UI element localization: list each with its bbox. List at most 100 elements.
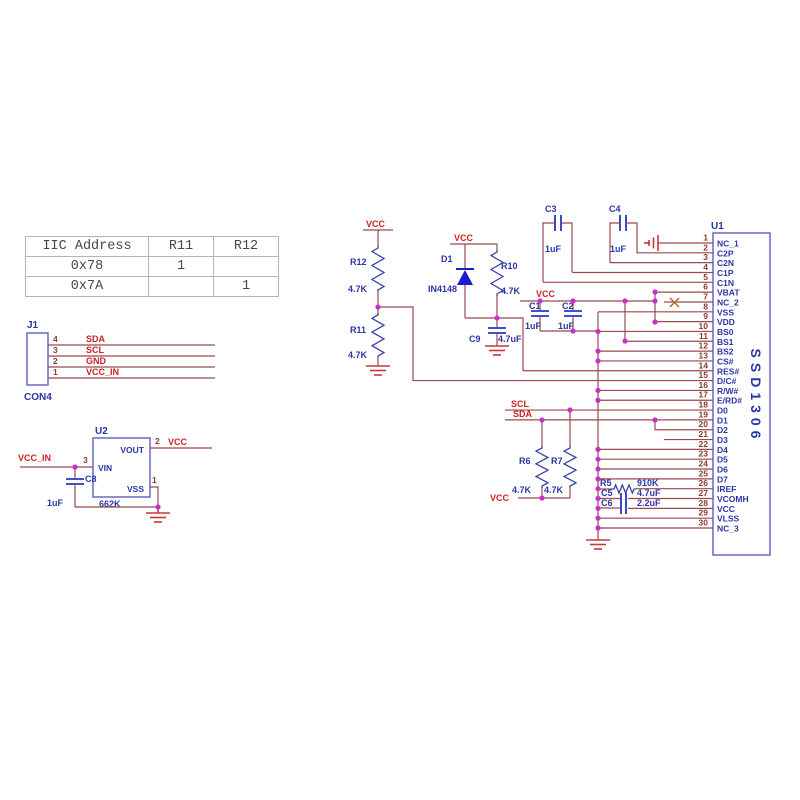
c1-ref: C1 bbox=[529, 301, 541, 311]
u1-pin-name: CS# bbox=[717, 356, 734, 366]
resistor-r7 bbox=[562, 446, 578, 488]
junction-dot bbox=[595, 387, 601, 394]
r6-value: 4.7K bbox=[512, 485, 532, 495]
ic-u1: U1 SSD1306 1NC_12C2P3C2N4C1P5C1N6VBAT7NC… bbox=[413, 221, 771, 556]
u1-pin-name: RES# bbox=[717, 366, 739, 376]
net-label-sda: SDA bbox=[513, 409, 533, 419]
u1-pin-name: VSS bbox=[717, 307, 734, 317]
u1-pin-number: 27 bbox=[699, 488, 709, 498]
u1-pin-name: VLSS bbox=[717, 514, 740, 524]
junction-dot bbox=[595, 495, 601, 502]
u1-pin-number: 5 bbox=[703, 272, 708, 282]
ground-bus bbox=[586, 312, 610, 550]
junction-dot bbox=[622, 298, 628, 304]
net-label-vcc: VCC bbox=[490, 493, 510, 503]
net-label-scl: SCL bbox=[86, 345, 105, 355]
net-label-vcc-in: VCC_IN bbox=[18, 453, 51, 463]
net-label-sda: SDA bbox=[86, 334, 106, 344]
u2-pin-vin: VIN bbox=[98, 463, 112, 473]
u1-pin-number: 16 bbox=[699, 380, 709, 390]
r7-ref: R7 bbox=[551, 456, 563, 466]
junction-dot bbox=[652, 417, 658, 423]
net-label-scl: SCL bbox=[511, 399, 530, 409]
u1-pin-number: 25 bbox=[699, 468, 709, 478]
r7-value: 4.7K bbox=[544, 485, 564, 495]
c9-ref: C9 bbox=[469, 334, 481, 344]
junction-dot bbox=[595, 328, 601, 335]
u1-pin-number: 23 bbox=[699, 449, 709, 459]
u1-part-number: SSD1306 bbox=[748, 349, 764, 444]
u1-pin-name: E/RD# bbox=[717, 396, 742, 406]
u1-pin-number: 1 bbox=[703, 233, 708, 243]
j1-pin-number: 1 bbox=[53, 367, 58, 377]
u1-pin-name: C2N bbox=[717, 258, 734, 268]
junction-dot bbox=[494, 315, 500, 321]
u2-pin-vout: VOUT bbox=[120, 445, 144, 455]
u2-pin-number: 3 bbox=[83, 455, 88, 465]
regulator-u2: U2 VOUT VIN VSS 662K 2 VCC 3 VCC_IN 1 C8… bbox=[18, 426, 212, 523]
junction-dot bbox=[652, 298, 658, 304]
i2c-pullups: SCL SDA R6 R7 4.7K 4.7K VCC bbox=[490, 399, 656, 503]
c3-value: 1uF bbox=[545, 244, 562, 254]
r12-value: 4.7K bbox=[348, 284, 368, 294]
u1-pin-number: 2 bbox=[703, 242, 708, 252]
reset-circuit: VCC D1 IN4148 R10 4.7K C9 4.7uF bbox=[428, 233, 524, 371]
u1-pin-number: 8 bbox=[703, 301, 708, 311]
u1-pin-name: D/C# bbox=[717, 376, 737, 386]
junction-dot bbox=[375, 304, 381, 310]
junction-dot bbox=[537, 298, 543, 304]
c4-ref: C4 bbox=[609, 204, 621, 214]
address-select-divider: VCC R12 4.7K R11 4.7K bbox=[348, 219, 414, 381]
c9-value: 4.7uF bbox=[498, 334, 522, 344]
net-label-vcc: VCC bbox=[536, 289, 556, 299]
junction-dot bbox=[595, 348, 601, 354]
r10-value: 4.7K bbox=[501, 286, 521, 296]
net-label-vcc: VCC bbox=[168, 437, 188, 447]
c1-value: 1uF bbox=[525, 321, 542, 331]
r11-value: 4.7K bbox=[348, 350, 368, 360]
resistor-r10 bbox=[489, 250, 505, 296]
u1-pin-number: 13 bbox=[699, 350, 709, 360]
no-connect-x-icon bbox=[669, 297, 680, 308]
u1-pin-name: C1P bbox=[717, 268, 734, 278]
connector-j1: J1 CON4 4 3 2 1 SDA SCL GND VCC_IN bbox=[24, 320, 215, 403]
c6-value: 2.2uF bbox=[637, 498, 661, 508]
u1-pin-number: 3 bbox=[703, 252, 708, 262]
ground-symbol bbox=[586, 539, 610, 550]
j1-body bbox=[26, 332, 49, 386]
u1-pin-name: D1 bbox=[717, 415, 728, 425]
u1-pin-number: 22 bbox=[699, 439, 709, 449]
junction-dot bbox=[595, 397, 601, 403]
u1-pin-name: R/W# bbox=[717, 386, 739, 396]
r12-ref: R12 bbox=[350, 257, 367, 267]
junction-dot bbox=[652, 319, 658, 325]
junction-dot bbox=[570, 298, 576, 304]
c5-ref: C5 bbox=[601, 488, 613, 498]
u1-body bbox=[712, 232, 771, 556]
junction-dot bbox=[622, 338, 628, 344]
u1-pin-number: 17 bbox=[699, 390, 709, 400]
junction-dot bbox=[595, 505, 601, 511]
junction-dot bbox=[595, 466, 601, 472]
junction-dot bbox=[595, 486, 601, 492]
net-label-vcc-in: VCC_IN bbox=[86, 367, 119, 377]
c3-ref: C3 bbox=[545, 204, 557, 214]
ground-symbol bbox=[366, 365, 390, 376]
junction-dot bbox=[595, 446, 601, 452]
r11-ref: R11 bbox=[350, 325, 366, 335]
j1-footprint: CON4 bbox=[24, 392, 52, 403]
u1-pin-number: 29 bbox=[699, 508, 709, 518]
c8-value: 1uF bbox=[47, 498, 64, 508]
c2-ref: C2 bbox=[562, 301, 574, 311]
r6-ref: R6 bbox=[519, 456, 531, 466]
vcc-rail: VCC C1 1uF C2 1uF bbox=[520, 289, 656, 341]
junction-dot bbox=[570, 328, 576, 334]
net-label-vcc: VCC bbox=[454, 233, 474, 243]
u1-pin-name: D2 bbox=[717, 425, 728, 435]
j1-ref: J1 bbox=[27, 320, 39, 331]
u1-pin-number: 4 bbox=[703, 262, 708, 272]
resistor-r5 bbox=[612, 483, 636, 495]
c6-ref: C6 bbox=[601, 498, 613, 508]
